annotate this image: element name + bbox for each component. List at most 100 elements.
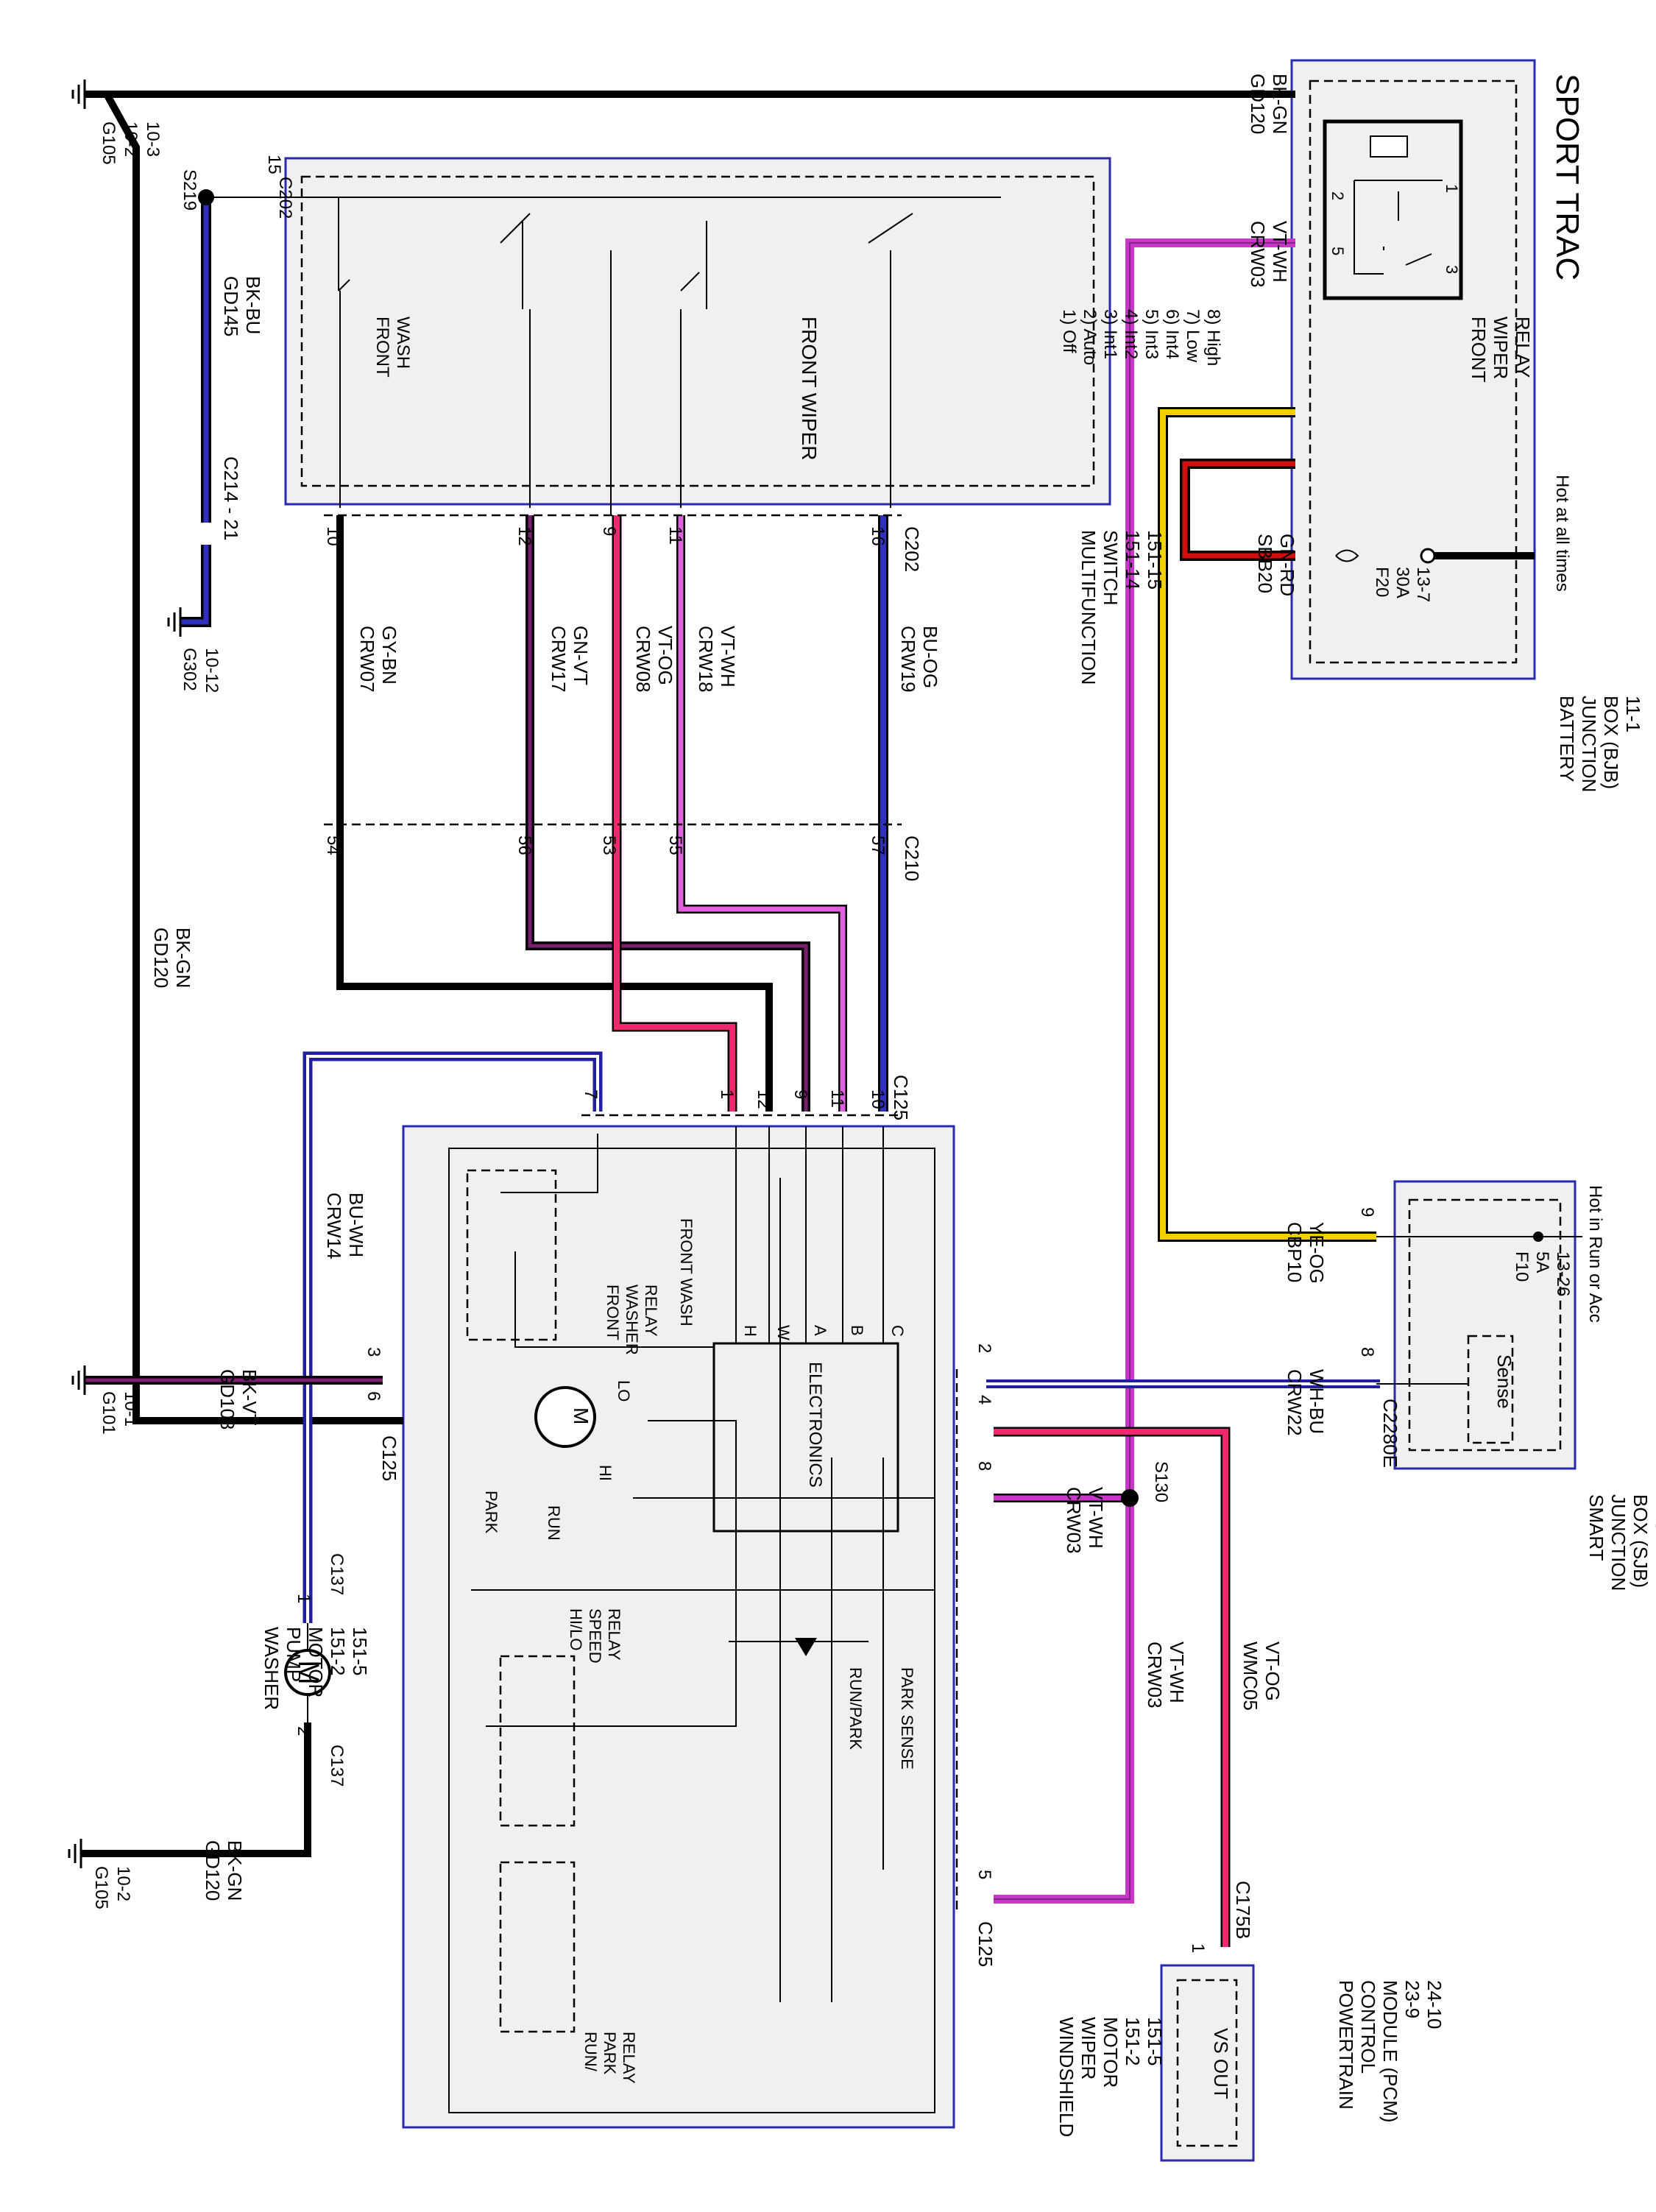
ground-g105-bot-label-line-1: 10-2 [113, 1866, 133, 1901]
wire-crw17 [528, 515, 808, 1112]
pin-c125-top-3-line-0: 9 [790, 1089, 810, 1099]
pin-c210-1-line-0: 56 [514, 835, 534, 855]
relay-resistor [1370, 135, 1408, 158]
pin-c125-top-4: 11 [827, 1089, 847, 1108]
wiper-motor-label-line-4: 151-5 [1144, 2017, 1166, 2066]
relay-pin-2: 5 [1328, 247, 1347, 255]
runpark-trace-label: RUN/PARK [846, 1667, 865, 1750]
washer-pump-label-line-0: WASHER [261, 1627, 283, 1710]
pin-c125-top-3: 9 [790, 1089, 810, 1099]
motor-term-1-line-0: W [774, 1325, 793, 1340]
wire-crw03-vert [994, 238, 1295, 1904]
connector-c125-left-label-line-0: C125 [378, 1435, 400, 1481]
bjb-label-line-2: BOX (BJB) [1600, 696, 1622, 789]
wire-gd108-label-line-1: BK-VT [238, 1369, 261, 1426]
connector-c175b-label-line-0: C175B [1232, 1881, 1254, 1940]
wire-crw08 [614, 515, 735, 1112]
bjb-hot-label-line-0: Hot at all times [1552, 475, 1572, 592]
wire-gd145-outline [180, 197, 211, 627]
relay-pin-1: 1 [1443, 184, 1461, 193]
pin-c125_right-3-line-0: 5 [974, 1870, 994, 1879]
pin-c125_left-1-line-0: 6 [364, 1391, 383, 1401]
park-sense-label-line-0: PARK SENSE [898, 1667, 916, 1770]
pin-c210-3-line-0: 55 [665, 835, 685, 855]
pcm-label-line-3: 23-9 [1401, 1980, 1423, 2018]
motor-hi-label-line-0: HI [596, 1465, 615, 1481]
mfs-inner [300, 175, 1095, 487]
sjb-label-line-2: BOX (SJB) [1630, 1494, 1652, 1588]
fuse-f10-label-line-1: 5A [1532, 1251, 1552, 1273]
splice-s219-label-line-0: S219 [180, 169, 199, 211]
bjb-inner [1309, 79, 1518, 664]
mfs-front-wiper-label: FRONT WIPER [798, 317, 821, 460]
wire-gd145-label-line-1: BK-BU [242, 276, 264, 334]
pcm-vs-out-line-0: VS OUT [1210, 2028, 1232, 2099]
splice-s219-label: S219 [180, 169, 199, 211]
wire-crw03-top-label-line-1: VT-WH [1269, 221, 1291, 283]
connector-c214-label: C214 - 21 [220, 456, 242, 540]
pcm-label-line-2: MODULE (PCM) [1379, 1980, 1401, 2123]
runpark-relay-box [499, 1861, 576, 2033]
motor-hi-label: HI [596, 1465, 615, 1481]
connector-c137-top: C137 [327, 1553, 347, 1595]
fuse-f20-label-line-2: 13-7 [1413, 567, 1433, 602]
connector-c125-top-label-line-0: C125 [890, 1075, 912, 1120]
wire-sbb20-label-line-1: GN-RD [1276, 534, 1298, 596]
wire-crw22-label-line-1: WH-BU [1306, 1369, 1328, 1434]
hilo-relay-box [499, 1655, 576, 1827]
wiper-motor-m-symbol [534, 1386, 596, 1448]
ground-g101 [71, 1365, 86, 1395]
splice-s130 [1121, 1489, 1139, 1507]
washer-pump-label-line-2: MOTOR [305, 1627, 327, 1697]
front-wiper-relay-label-line-2: RELAY [1512, 317, 1534, 378]
wire-crw17-label-line-0: CRW17 [548, 626, 570, 693]
wire-crw07-label-line-1: GY-BN [378, 626, 400, 685]
run-label: RUN [545, 1505, 563, 1541]
hilo-relay-label-line-2: RELAY [605, 1608, 623, 1661]
relay-pin-1-line-0: 1 [1443, 184, 1461, 193]
wire-crw22-label-line-0: CRW22 [1284, 1369, 1306, 1436]
title-sport-trac: SPORT TRAC [1549, 74, 1585, 280]
mfs-label-line-0: MULTIFUNCTION [1078, 530, 1100, 685]
motor-m-label-line-0: M [570, 1407, 592, 1424]
sjb-hot-label-line-0: Hot in Run or Acc [1585, 1185, 1605, 1323]
wire-crw03-vert-label-line-1: VT-WH [1166, 1642, 1188, 1703]
mfs-label-line-1: SWITCH [1100, 530, 1122, 606]
pin-c210-0: 54 [323, 835, 343, 855]
fuse-f10-label-line-2: 13-26 [1553, 1251, 1573, 1296]
hilo-relay-label-line-1: SPEED [586, 1608, 604, 1664]
pin-c125-top-5: 10 [868, 1089, 888, 1109]
motor-term-4-line-0: C [888, 1325, 907, 1337]
pin-c125-top-2-line-0: 12 [754, 1089, 774, 1109]
mfs-positions-list-line-1: 2) Auto [1080, 309, 1100, 365]
relay-pin-3: 3 [1443, 265, 1461, 274]
wire-sbb20 [1182, 461, 1295, 559]
motor-term-4: C [888, 1325, 907, 1337]
fuse-f20-label-line-1: 30A [1393, 567, 1412, 598]
washer-pump-m: M [292, 1660, 325, 1684]
mfs-positions-list-line-2: 3) Int1 [1100, 309, 1120, 359]
motor-lo-label: LO [615, 1380, 633, 1402]
wire-gd120-top-label-line-0: GD120 [1247, 74, 1269, 134]
connector-c125-right-label-line-0: C125 [974, 1921, 997, 1967]
connector-c125-left-label: C125 [378, 1435, 400, 1481]
mfs-front-wash-label-line-0: FRONT [372, 317, 392, 378]
ground-g101-label-line-1: 10-1 [121, 1391, 141, 1427]
washer-relay-label-line-0: FRONT [604, 1285, 622, 1340]
runpark-trace-label-line-0: RUN/PARK [846, 1667, 865, 1750]
wire-crw03-top-label-line-0: CRW03 [1247, 221, 1269, 288]
wiper-motor-label-line-1: WIPER [1078, 2017, 1100, 2080]
pin-c202-2-line-0: 9 [599, 526, 619, 536]
bjb-label-line-3: 11-1 [1622, 696, 1644, 732]
pin-c125_left-0: 3 [364, 1347, 383, 1357]
park-label-line-0: PARK [482, 1491, 500, 1534]
